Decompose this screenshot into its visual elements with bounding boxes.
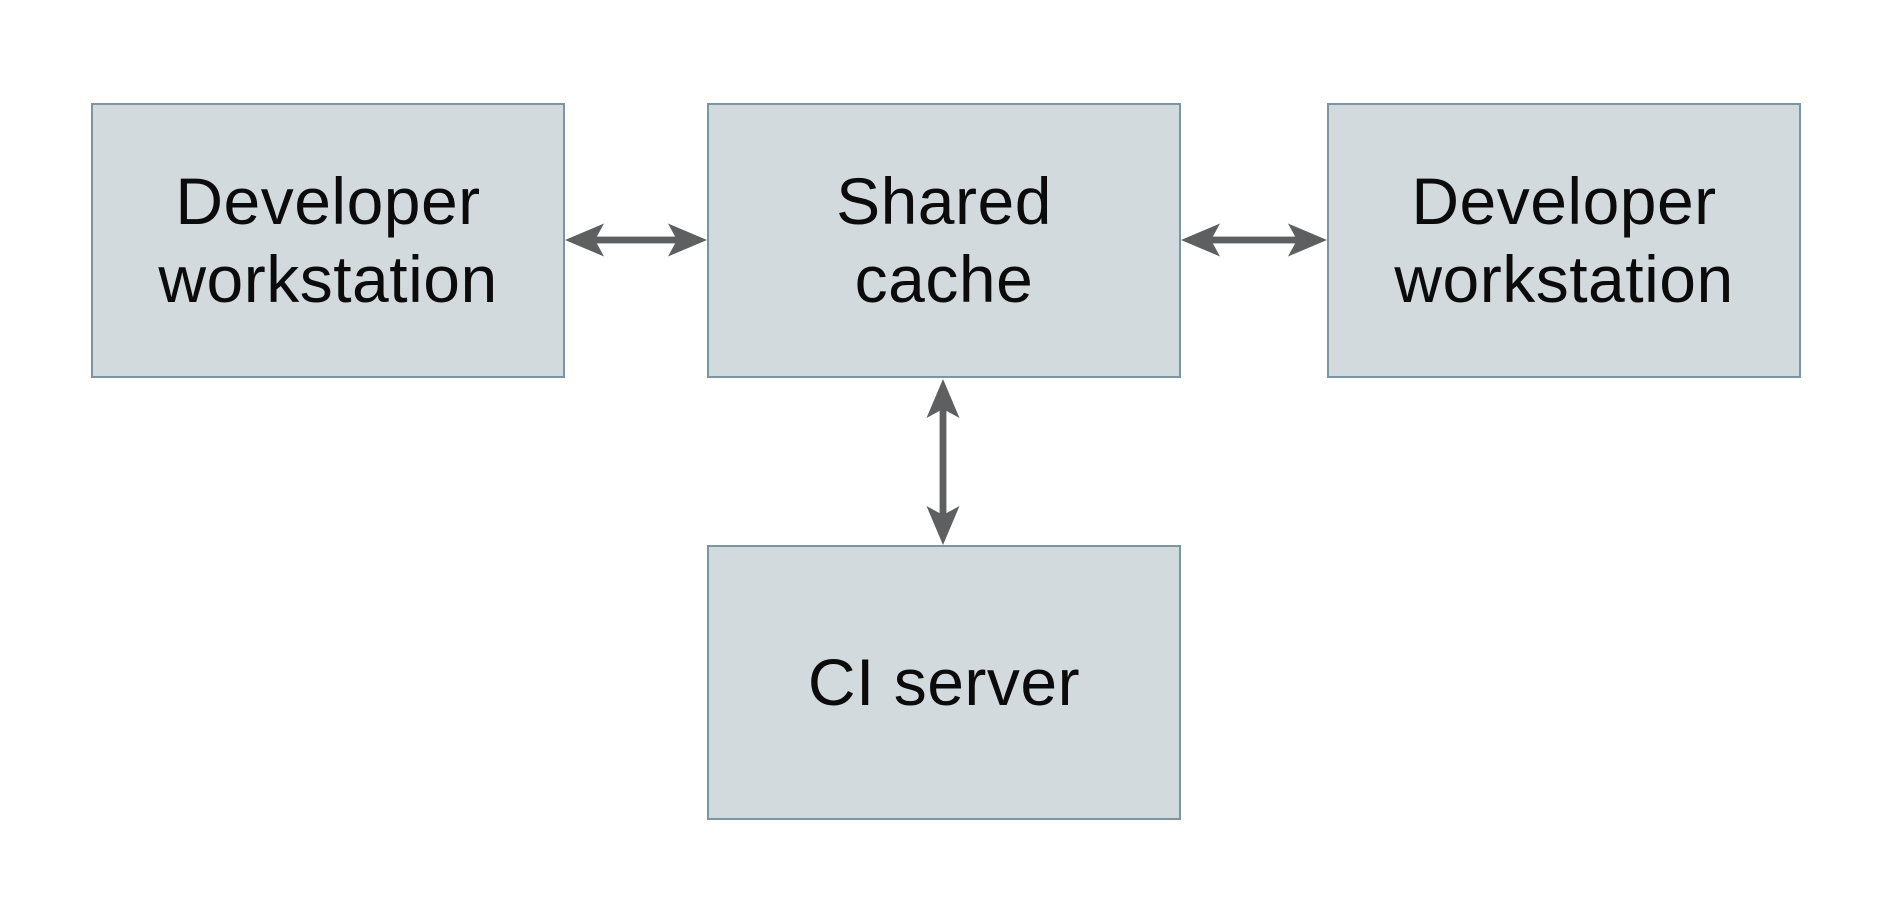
node-label: Shared cache <box>836 164 1052 316</box>
bidirectional-arrow-vertical-icon <box>926 379 960 545</box>
bidirectional-arrow-horizontal-icon <box>565 223 707 257</box>
arrow-workstation-left-to-cache <box>563 218 709 262</box>
node-label: CI server <box>807 644 1081 719</box>
node-label: Developer workstation <box>158 164 498 316</box>
arrow-cache-to-ci-server <box>921 377 965 547</box>
bidirectional-arrow-horizontal-icon <box>1181 223 1327 257</box>
node-label: Developer workstation <box>1394 164 1734 316</box>
node-developer-workstation-left: Developer workstation <box>91 103 565 378</box>
arrow-cache-to-workstation-right <box>1179 218 1329 262</box>
node-shared-cache: Shared cache <box>707 103 1181 378</box>
node-ci-server: CI server <box>707 545 1181 820</box>
node-developer-workstation-right: Developer workstation <box>1327 103 1801 378</box>
